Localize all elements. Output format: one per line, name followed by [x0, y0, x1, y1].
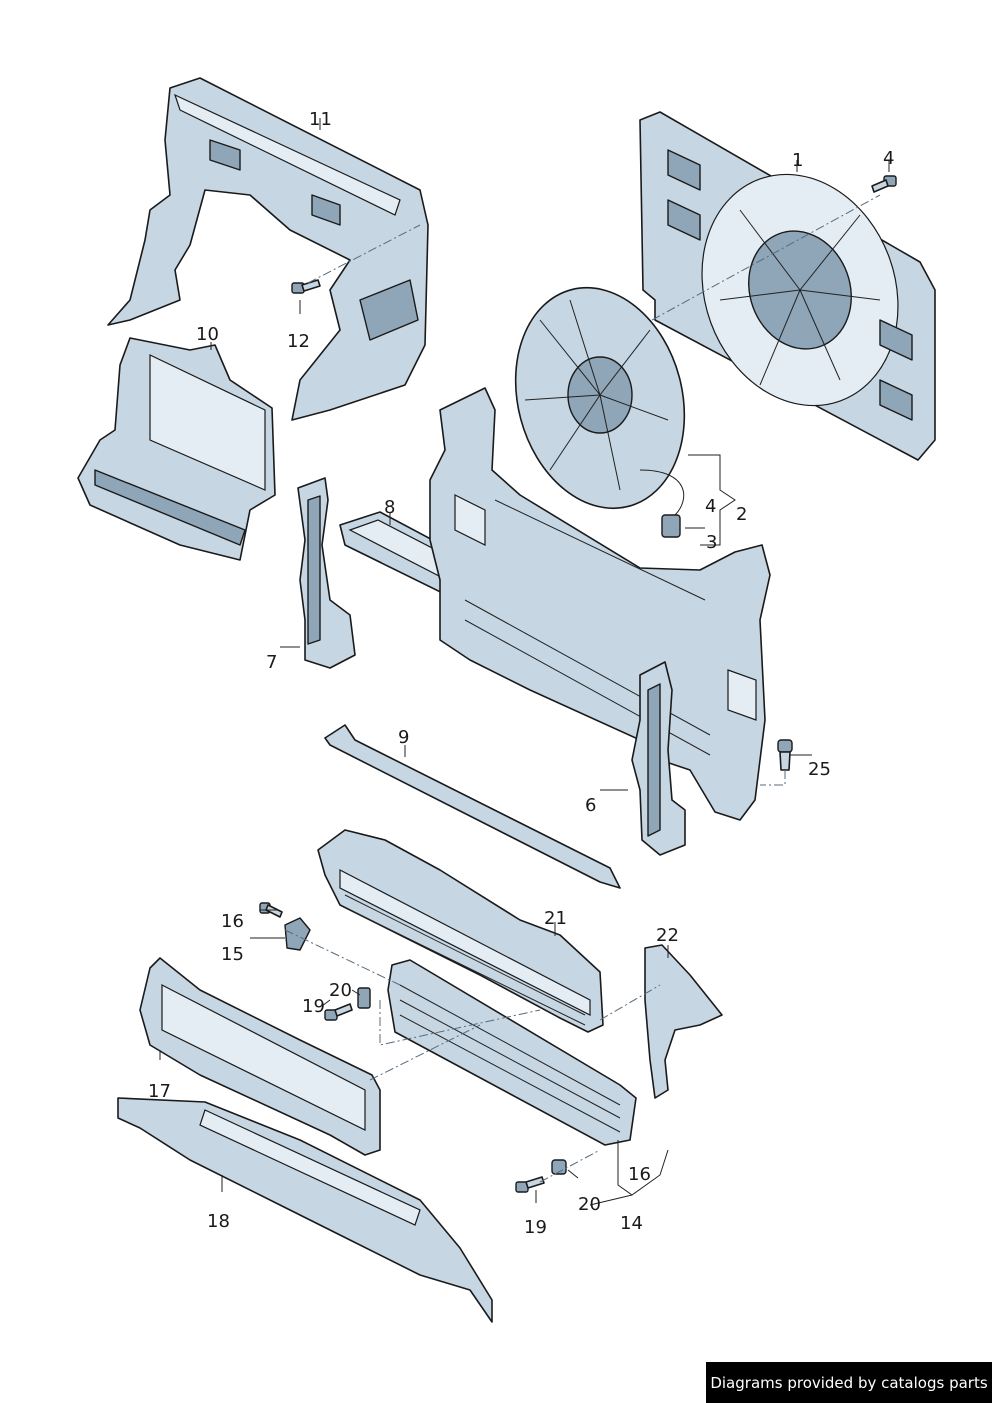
assembly-centerlines — [284, 194, 881, 1183]
callout-8: 8 — [384, 497, 395, 518]
callout-4-top: 4 — [883, 148, 894, 169]
part-18-deflector — [117, 1097, 493, 1323]
callout-11: 11 — [309, 109, 332, 130]
part-11-air-duct — [107, 77, 429, 421]
callout-9: 9 — [398, 727, 409, 748]
lock-carrier-frame — [429, 387, 771, 821]
callout-10: 10 — [196, 324, 219, 345]
part-9-seal-strip — [324, 724, 621, 889]
callout-20-right: 20 — [578, 1194, 601, 1215]
callout-15: 15 — [221, 944, 244, 965]
callout-6: 6 — [585, 795, 596, 816]
callout-19-right: 19 — [524, 1217, 547, 1238]
part-22-bracket — [644, 944, 723, 1099]
part-4-screw — [871, 175, 897, 193]
callout-19-left: 19 — [302, 996, 325, 1017]
part-7-seal-left — [297, 477, 356, 669]
part-17-grille-frame — [139, 957, 381, 1156]
callout-labels: 1 2 3 4 4 6 7 8 9 10 11 12 14 15 16 16 1… — [148, 109, 894, 1238]
part-20-clip-left — [357, 987, 371, 1009]
callout-14: 14 — [620, 1213, 643, 1234]
part-6-seal-right — [631, 661, 686, 856]
callout-17: 17 — [148, 1081, 171, 1102]
callout-4-fan: 4 — [705, 496, 716, 517]
callout-22: 22 — [656, 925, 679, 946]
callout-12: 12 — [287, 331, 310, 352]
callout-16-lower: 16 — [628, 1164, 651, 1185]
part-25-screw — [777, 739, 793, 771]
callout-21: 21 — [544, 908, 567, 929]
credit-banner: Diagrams provided by catalogs parts — [706, 1362, 992, 1403]
part-10-air-guide — [77, 337, 276, 561]
fan-assembly — [514, 286, 686, 538]
part-12-screw — [291, 279, 321, 294]
callout-18: 18 — [207, 1211, 230, 1232]
callout-20-left: 20 — [329, 980, 352, 1001]
leader-lines — [159, 118, 890, 1206]
part-19-screw-left — [324, 1003, 353, 1021]
callout-25: 25 — [808, 759, 831, 780]
part-1-fan-shroud — [639, 111, 936, 461]
callout-7: 7 — [266, 652, 277, 673]
part-19-screw-right — [515, 1176, 545, 1193]
callout-1: 1 — [792, 150, 803, 171]
part-14-air-shutter — [387, 959, 637, 1146]
part-15-holder — [284, 917, 311, 951]
part-21-air-control — [317, 829, 604, 1033]
callout-3: 3 — [706, 532, 717, 553]
callout-2: 2 — [736, 504, 747, 525]
callout-16-upper: 16 — [221, 911, 244, 932]
